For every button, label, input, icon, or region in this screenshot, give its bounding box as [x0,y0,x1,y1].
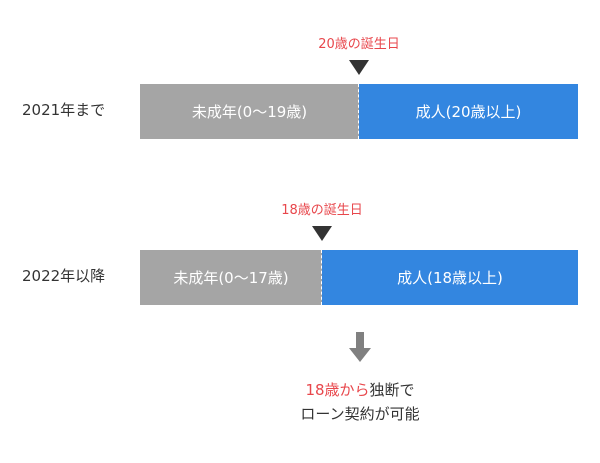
age-bar-2021: 未成年(0〜19歳) 成人(20歳以上) [140,84,578,139]
age-bar-2022: 未成年(0〜17歳) 成人(18歳以上) [140,250,578,305]
conclusion-line-1: 18歳から独断で [260,378,460,402]
minor-segment-label: 未成年(0〜19歳) [191,103,308,121]
minor-segment-label: 未成年(0〜17歳) [173,269,289,287]
adult-segment: 成人(18歳以上) [322,250,578,305]
minor-segment: 未成年(0〜19歳) [140,84,359,139]
birthday-divider [358,84,359,139]
adult-segment-label: 成人(20歳以上) [415,103,522,121]
marker-label-18-birthday: 18歳の誕生日 [281,203,363,218]
arrow-down-icon [349,332,371,362]
conclusion-text: 18歳から独断で ローン契約が可能 [260,378,460,426]
triangle-down-icon [349,60,369,75]
adult-segment: 成人(20歳以上) [359,84,578,139]
adult-segment-label: 成人(18歳以上) [397,269,503,287]
row-label-2022: 2022年以降 [22,267,106,285]
conclusion-line-2: ローン契約が可能 [300,405,420,423]
row-label-2021: 2021年まで [22,101,106,119]
conclusion-line-1-rest: 独断で [369,381,415,399]
triangle-down-icon [312,226,332,241]
birthday-divider [321,250,322,305]
minor-segment: 未成年(0〜17歳) [140,250,322,305]
conclusion-highlight: 18歳から [305,381,370,399]
marker-label-20-birthday: 20歳の誕生日 [318,37,400,52]
